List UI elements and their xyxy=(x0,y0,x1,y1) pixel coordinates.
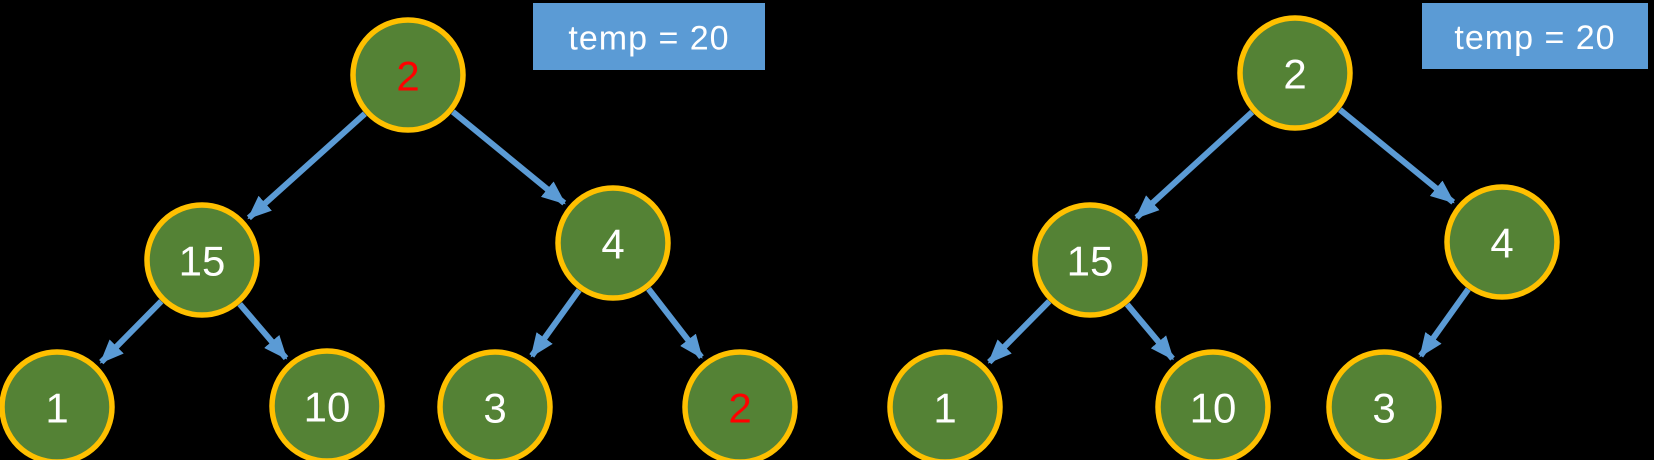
node-circle xyxy=(887,349,1003,460)
temp-label-tree-right: temp = 20 xyxy=(1422,3,1648,69)
edge-15-to-10 xyxy=(1124,302,1175,361)
edge-15-to-10 xyxy=(237,302,289,361)
temp-label-text: temp = 20 xyxy=(568,20,729,58)
node-value: 1 xyxy=(933,385,956,432)
node-tree-left-4: 4 xyxy=(555,185,671,301)
node-value: 2 xyxy=(396,53,419,100)
node-value: 4 xyxy=(601,221,624,268)
edge-4-to-3 xyxy=(1418,287,1471,358)
node-value: 3 xyxy=(1372,385,1395,432)
node-tree-left-1: 1 xyxy=(0,349,115,460)
node-value: 10 xyxy=(304,384,351,431)
node-circle xyxy=(1237,15,1353,131)
node-tree-right-3: 3 xyxy=(1326,349,1442,460)
tree-right: 2 15 4 1 10 3 temp = 20 xyxy=(887,3,1648,460)
node-tree-left-15: 15 xyxy=(144,202,260,318)
temp-label-text: temp = 20 xyxy=(1454,19,1615,57)
node-circle xyxy=(555,185,671,301)
node-tree-left-3: 3 xyxy=(437,349,553,460)
node-tree-right-15: 15 xyxy=(1032,202,1148,318)
node-circle xyxy=(350,17,466,133)
temp-label-box xyxy=(1422,3,1648,69)
node-tree-right-1: 1 xyxy=(887,349,1003,460)
node-tree-left-10: 10 xyxy=(269,348,385,460)
node-circle xyxy=(437,349,553,460)
node-circle xyxy=(0,349,115,460)
edge-2-to-15 xyxy=(1134,109,1255,220)
node-tree-right-10: 10 xyxy=(1155,349,1271,460)
node-value: 2 xyxy=(728,385,751,432)
temp-label-tree-left: temp = 20 xyxy=(533,3,765,70)
node-value: 10 xyxy=(1190,385,1237,432)
temp-label-box xyxy=(533,3,765,70)
node-circle xyxy=(269,348,385,460)
edge-15-to-1 xyxy=(99,299,164,365)
node-value: 15 xyxy=(179,238,226,285)
node-tree-right-4: 4 xyxy=(1444,184,1560,300)
edge-4-to-3 xyxy=(529,288,582,358)
edge-2-to-4 xyxy=(450,109,567,206)
node-circle xyxy=(682,349,798,460)
edge-2-to-15 xyxy=(246,111,367,221)
node-circle xyxy=(1326,349,1442,460)
node-value: 1 xyxy=(45,385,68,432)
node-value: 3 xyxy=(483,385,506,432)
node-circle xyxy=(1444,184,1560,300)
edge-2-to-4 xyxy=(1338,107,1456,205)
node-tree-left-2: 2 xyxy=(682,349,798,460)
edge-15-to-1 xyxy=(987,299,1052,365)
node-circle xyxy=(1032,202,1148,318)
node-tree-right-2: 2 xyxy=(1237,15,1353,131)
tree-left: 2 15 4 1 10 3 2 temp = 20 xyxy=(0,3,798,460)
node-value: 2 xyxy=(1283,51,1306,98)
node-circle xyxy=(1155,349,1271,460)
edge-4-to-2 xyxy=(646,287,704,360)
node-value: 15 xyxy=(1067,238,1114,285)
node-tree-left-2: 2 xyxy=(350,17,466,133)
node-value: 4 xyxy=(1490,220,1513,267)
node-circle xyxy=(144,202,260,318)
